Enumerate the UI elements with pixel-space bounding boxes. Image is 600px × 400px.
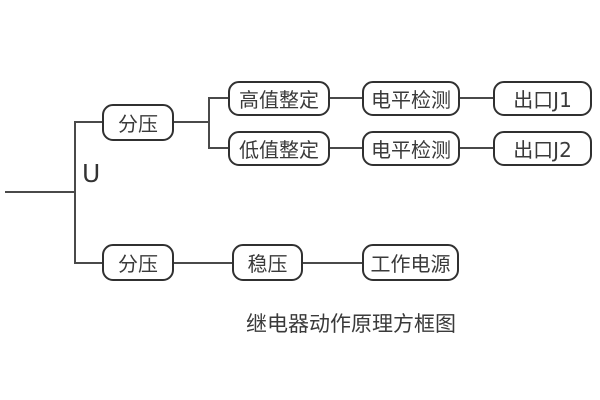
node-level-detection-2: 电平检测 — [362, 131, 460, 166]
node-level-detection-1: 电平检测 — [362, 81, 460, 116]
connector-divider-to-split — [172, 121, 210, 123]
connector-bottom-branch — [74, 262, 104, 264]
connector-split-vertical — [208, 97, 210, 149]
node-high-value-setting: 高值整定 — [228, 81, 330, 116]
input-voltage-label: U — [82, 159, 101, 188]
connector-level-detect-to-j1 — [458, 97, 495, 99]
connector-stabilizer-to-power — [301, 262, 364, 264]
connector-high-to-level-detect — [328, 97, 364, 99]
node-voltage-divider-bottom: 分压 — [102, 244, 174, 281]
connector-low-to-level-detect — [328, 147, 364, 149]
connector-input-horizontal — [5, 191, 75, 193]
connector-top-branch — [74, 121, 104, 123]
connector-split-to-high-setting — [208, 97, 230, 99]
connector-divider-to-stabilizer — [172, 262, 234, 264]
connector-main-branch-vertical — [74, 121, 76, 264]
node-voltage-divider-top: 分压 — [102, 104, 174, 141]
node-working-power-supply: 工作电源 — [362, 244, 459, 281]
node-outlet-j1: 出口J1 — [493, 81, 592, 116]
connector-level-detect-to-j2 — [458, 147, 495, 149]
connector-split-to-low-setting — [208, 147, 230, 149]
node-voltage-stabilizer: 稳压 — [232, 244, 303, 281]
node-low-value-setting: 低值整定 — [228, 131, 330, 166]
node-outlet-j2: 出口J2 — [493, 131, 592, 166]
diagram-caption: 继电器动作原理方框图 — [246, 312, 456, 336]
